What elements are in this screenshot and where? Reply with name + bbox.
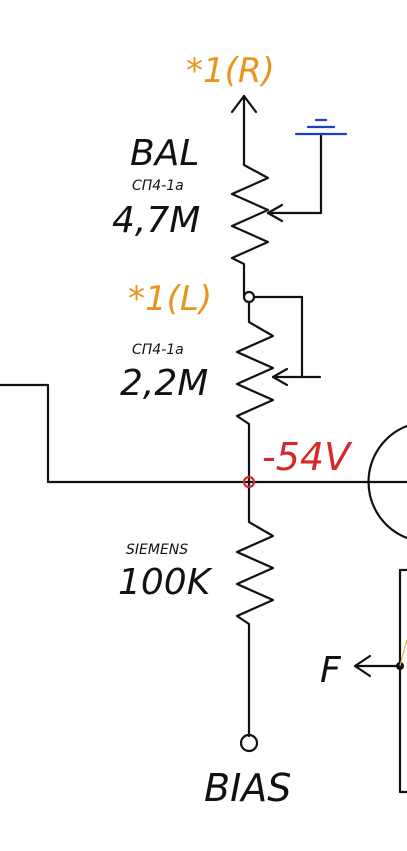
bal-title: BAL — [130, 133, 199, 174]
r2-value: 2,2M — [120, 363, 208, 404]
f-label: F — [320, 650, 342, 691]
r3-brand: SIEMENS — [126, 542, 188, 558]
r2-wiper — [271, 367, 322, 387]
bal-resistor — [230, 153, 270, 298]
mid-terminal-node — [242, 290, 256, 304]
bal-value: 4,7M — [112, 200, 200, 241]
bal-wiper — [266, 132, 323, 223]
r3-value: 100K — [118, 562, 213, 603]
left-wire — [0, 383, 251, 484]
accent-line — [399, 639, 407, 667]
right-box — [398, 568, 407, 794]
arrow-left-icon — [353, 654, 402, 678]
node-voltage-label: -54V — [262, 435, 353, 479]
bias-terminal-node — [239, 733, 259, 753]
arrow-up-icon — [230, 94, 258, 157]
top-terminal-label: *1(R) — [186, 51, 275, 91]
r2-resistor — [235, 300, 275, 484]
mid-terminal-label: *1(L) — [128, 279, 212, 319]
bias-label: BIAS — [204, 766, 291, 810]
junction-node — [242, 475, 256, 489]
right-component-arc — [367, 424, 407, 540]
bal-type: СП4-1а — [132, 178, 184, 194]
ground-icon — [294, 118, 348, 136]
r3-resistor — [235, 480, 275, 738]
r2-type: СП4-1а — [132, 342, 184, 358]
